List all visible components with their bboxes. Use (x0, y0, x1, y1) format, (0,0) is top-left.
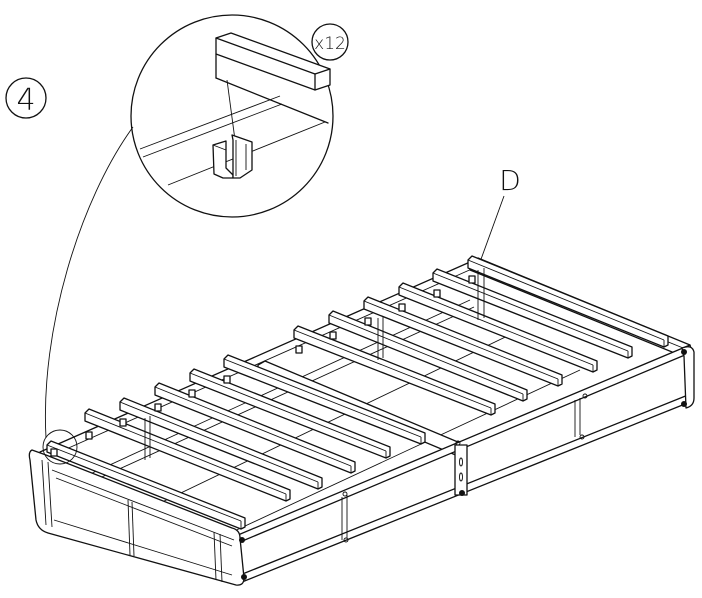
slats (46, 255, 669, 530)
clips (50, 275, 476, 457)
bed-frame (28, 255, 695, 586)
quantity-text: x12 (314, 34, 346, 54)
slat-6 (223, 354, 426, 445)
step-number-badge: 4 (5, 77, 47, 119)
part-label-leader-line (479, 195, 505, 263)
slat-8 (328, 310, 528, 402)
slat-7 (293, 325, 496, 416)
center-joint (454, 444, 468, 496)
part-label-d: D (479, 164, 521, 263)
magnifier-circle (130, 14, 334, 218)
quantity-callout: x12 (311, 23, 349, 61)
slat-9 (363, 296, 563, 387)
slat-1 (46, 440, 246, 530)
detail-reference-circle (42, 429, 78, 465)
slat-2 (84, 408, 291, 502)
slat-11 (432, 268, 633, 359)
detail-magnifier: x12 (44, 14, 349, 439)
slat-12 (467, 255, 669, 348)
slat-5 (189, 368, 391, 459)
slat-4 (154, 382, 356, 474)
slat-3 (119, 397, 323, 490)
detail-slat (215, 32, 331, 141)
magnifier-leader-line (44, 126, 134, 439)
step-number-text: 4 (16, 83, 35, 118)
part-label-text: D (499, 164, 521, 197)
slat-10 (398, 282, 598, 373)
detail-clip (212, 134, 253, 179)
